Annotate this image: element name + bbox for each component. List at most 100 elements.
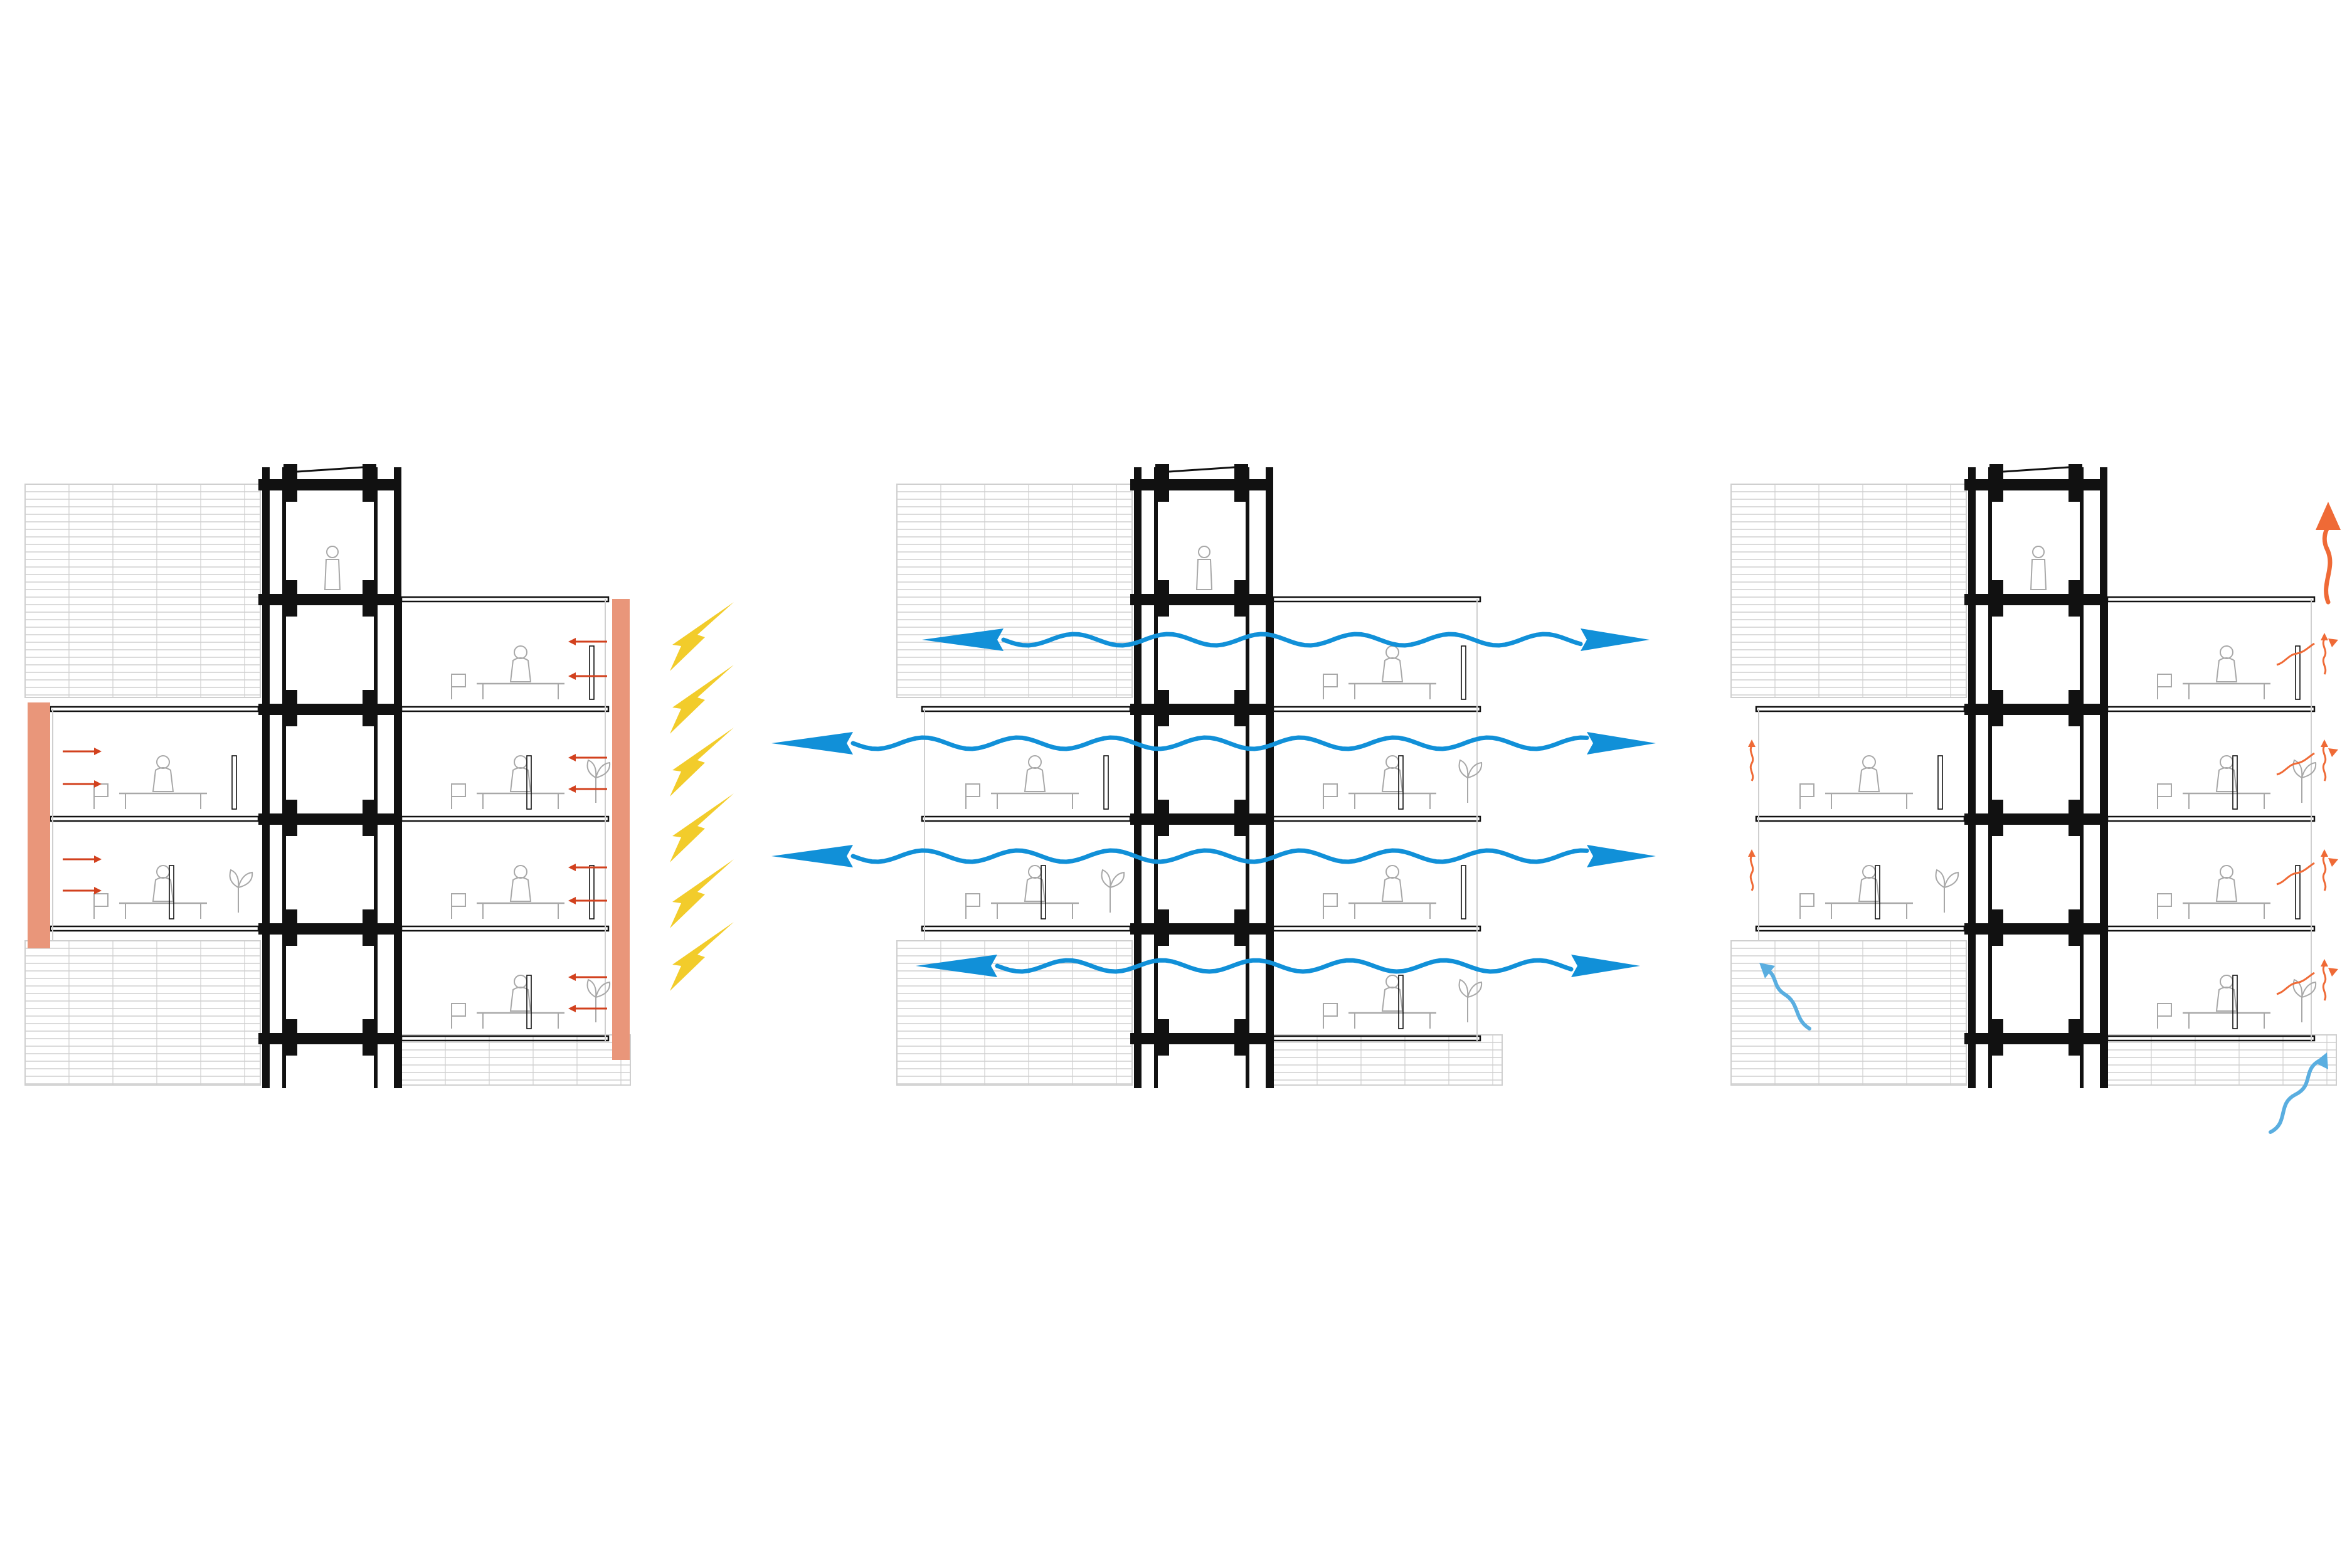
beam-flange [1155, 690, 1169, 704]
partition [589, 645, 595, 700]
beam-flange [1234, 490, 1248, 502]
person-icon [1385, 975, 1399, 988]
core-column [1968, 467, 1976, 1088]
beam-flange [283, 605, 297, 617]
person-body [152, 767, 174, 792]
beam-flange [1234, 580, 1248, 594]
core-beam [258, 479, 401, 490]
warm-air-head [2321, 959, 2328, 967]
beam-flange [283, 490, 297, 502]
warm-air-head [1748, 739, 1756, 747]
heat-arrow-head [94, 856, 102, 863]
person-icon [1385, 645, 1399, 659]
warm-air [1748, 502, 2341, 1001]
partition [169, 865, 174, 919]
person-body [1024, 767, 1046, 792]
beam-flange [1989, 1019, 2003, 1033]
chair-icon [1799, 783, 1814, 809]
person-body [1024, 877, 1046, 902]
chair-icon [2157, 783, 2172, 809]
warm-air-arrow-icon [2276, 972, 2315, 995]
slab-left [1755, 815, 1966, 822]
person-body [1858, 767, 1880, 792]
plant-icon [1458, 759, 1483, 803]
sun-ray-icon [670, 602, 734, 671]
person-icon [156, 755, 170, 769]
panel-solar-heat-gain [24, 464, 734, 1088]
beam-flange [1989, 690, 2003, 704]
beam-flange [363, 1044, 376, 1056]
cool-air-head [1759, 963, 1775, 978]
person-icon [1385, 865, 1399, 879]
furniture [965, 546, 1483, 1029]
hatch-block [896, 940, 1133, 1086]
structural-core [258, 464, 401, 1088]
beam-flange [363, 605, 376, 617]
beam-flange [363, 580, 376, 594]
slab-right [1272, 815, 1481, 822]
person-icon [1028, 755, 1042, 769]
slab-right [400, 925, 610, 932]
warm-air-arrow-icon [2322, 638, 2327, 675]
core-beam [1964, 594, 2107, 605]
beam-flange [1155, 580, 1169, 594]
person-icon [1862, 865, 1876, 879]
person-icon [326, 546, 339, 558]
person-icon [2220, 755, 2233, 769]
cool-air-head [2314, 1052, 2328, 1069]
airflow-arrow-icon [850, 848, 1589, 864]
partition [1041, 865, 1046, 919]
core-column [1246, 467, 1249, 1088]
airflow-arrow-icon [995, 958, 1574, 974]
slab-right [400, 596, 610, 603]
person-icon [514, 755, 527, 769]
plant-icon [229, 869, 253, 913]
heat-arrow-head [94, 887, 102, 894]
slab-right [2106, 706, 2316, 712]
roof-post [2069, 464, 2082, 484]
slab-left [1755, 925, 1966, 932]
partition [1461, 865, 1466, 919]
beam-flange [283, 1019, 297, 1033]
hatch-block [896, 484, 1133, 698]
beam-flange [283, 909, 297, 923]
plant-icon [1101, 869, 1125, 913]
sun-ray-icon [670, 728, 734, 797]
airflow-head-right [1587, 845, 1656, 867]
core-column [2080, 467, 2084, 1088]
core-beam [1130, 704, 1273, 715]
partition [2232, 755, 2238, 810]
person-icon [2032, 546, 2045, 558]
beam-flange [1155, 909, 1169, 923]
sun-ray-icon [670, 793, 734, 862]
beam-flange [1155, 1044, 1169, 1056]
warm-air-arrow-icon [1749, 745, 1754, 781]
plant-icon [586, 978, 611, 1022]
airflow-head-left [771, 732, 853, 755]
floor-slabs [921, 596, 1481, 1088]
roof-line [297, 466, 363, 473]
core-beam [1964, 923, 2107, 935]
heat-arrows [63, 638, 607, 1012]
partition [231, 755, 237, 810]
roof-exhaust-head [2316, 502, 2341, 530]
chair-icon [1323, 893, 1338, 919]
person-icon [1028, 865, 1042, 879]
beam-flange [1989, 935, 2003, 946]
slab-left [921, 706, 1131, 712]
person-body [509, 877, 532, 902]
beam-flange [363, 690, 376, 704]
person-body [1381, 657, 1404, 682]
slab-right [1272, 925, 1481, 932]
airflow-head-left [916, 955, 997, 977]
core-beam [1130, 1033, 1273, 1044]
heat-arrow-head [568, 754, 576, 761]
plant-icon [2292, 759, 2317, 803]
beam-flange [1234, 1044, 1248, 1056]
warm-air-arrow-icon [2276, 862, 2315, 886]
slab-right [2106, 925, 2316, 932]
heat-arrow-head [568, 864, 576, 871]
core-beam [1964, 813, 2107, 825]
beam-flange [1155, 715, 1169, 726]
